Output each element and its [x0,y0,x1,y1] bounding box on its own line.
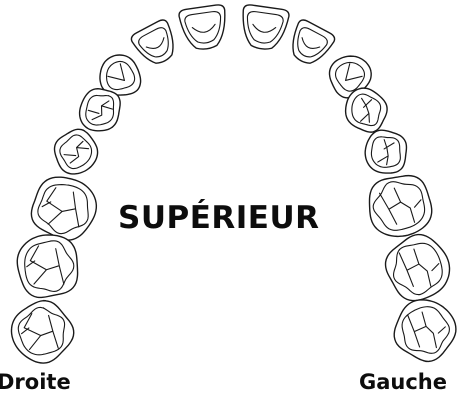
left-canine-tooth [328,55,372,99]
right-first-molar-fissures [41,187,80,228]
left-lateral-incisor-tooth [292,19,336,64]
right-second-molar-tooth [16,234,79,299]
right-lateral-incisor-crown [130,19,174,64]
left-second-molar-occlusal-outline [392,242,443,296]
left-third-molar-fissures [407,311,446,349]
left-second-molar-crown [384,233,451,302]
left-first-premolar-tooth [344,87,388,133]
right-lateral-incisor-tooth [130,19,174,64]
right-canine-tooth [99,54,142,96]
left-second-premolar-crown [364,129,408,174]
arch-title: SUPÉRIEUR [118,200,320,236]
left-central-incisor-tooth [242,4,290,50]
left-first-molar-occlusal-outline [372,181,426,231]
right-third-molar-tooth [10,299,75,364]
right-lateral-incisor-occlusal-outline [138,27,169,58]
right-second-molar-crown [16,234,79,299]
right-first-molar-tooth [30,176,98,241]
right-second-molar-occlusal-outline [24,240,75,292]
left-third-molar-occlusal-outline [401,306,450,354]
right-second-premolar-fissures [63,140,90,164]
left-lateral-incisor-occlusal-outline [297,27,328,58]
right-second-premolar-occlusal-outline [59,134,93,170]
left-second-molar-tooth [384,233,451,302]
left-canine-occlusal-outline [334,61,366,92]
left-side-label: Gauche [359,370,447,394]
right-first-premolar-tooth [78,88,121,132]
right-central-incisor-tooth [178,4,226,50]
left-first-molar-tooth [368,174,433,238]
right-second-molar-fissures [26,245,65,285]
left-second-premolar-tooth [364,129,408,174]
left-canine-fissures [344,63,363,82]
right-central-incisor-occlusal-outline [184,11,222,44]
right-central-incisor-crown [178,4,226,50]
right-lateral-incisor-fissures [145,37,165,49]
right-second-premolar-crown [53,128,99,175]
left-central-incisor-crown [242,4,290,50]
left-first-premolar-occlusal-outline [351,93,382,127]
right-first-premolar-occlusal-outline [85,94,115,126]
right-side-label: Droite [0,370,71,394]
right-first-premolar-fissures [87,100,114,121]
right-canine-fissures [107,63,126,82]
left-third-molar-tooth [393,299,457,363]
right-first-molar-occlusal-outline [37,184,89,235]
right-central-incisor-fissures [191,23,216,33]
left-second-premolar-occlusal-outline [370,136,401,168]
right-second-premolar-tooth [53,128,99,175]
left-second-molar-fissures [398,248,440,287]
left-first-molar-fissures [379,187,422,225]
left-lateral-incisor-fissures [301,37,321,49]
left-central-incisor-occlusal-outline [246,11,284,44]
left-second-premolar-fissures [377,139,395,166]
right-third-molar-fissures [20,313,59,351]
left-first-premolar-fissures [359,97,373,123]
right-third-molar-occlusal-outline [17,306,66,356]
left-first-molar-crown [368,174,433,238]
left-lateral-incisor-crown [292,19,336,64]
right-canine-occlusal-outline [105,60,136,91]
left-central-incisor-fissures [252,23,277,33]
